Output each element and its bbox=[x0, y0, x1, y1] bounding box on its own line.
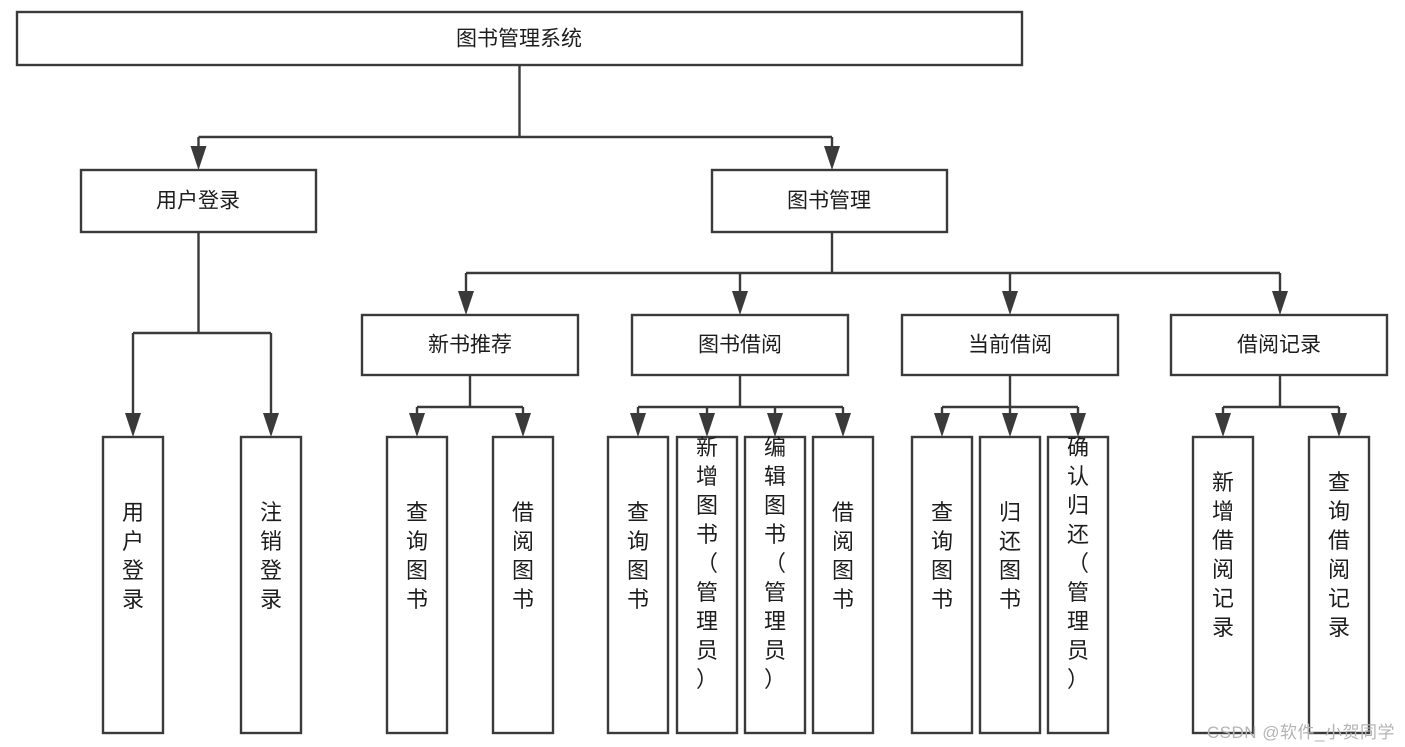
node-login-box[interactable] bbox=[79, 168, 318, 234]
node-leaf9-box[interactable] bbox=[910, 435, 974, 735]
node-leaf8[interactable]: 借阅图书 bbox=[811, 435, 875, 735]
connector-layer bbox=[125, 65, 1347, 437]
node-leaf9-label: 查询图书 bbox=[931, 500, 953, 612]
arrowhead-leaf12 bbox=[1215, 413, 1231, 437]
arrowhead-leaf1 bbox=[125, 413, 141, 437]
arrowhead-current bbox=[1002, 291, 1018, 315]
arrowhead-leaf3 bbox=[409, 413, 425, 437]
node-bookmgmt-label: 图书管理 bbox=[787, 190, 871, 213]
node-leaf6-box[interactable] bbox=[675, 435, 739, 735]
node-leaf7-label: 编辑图书（管理员） bbox=[764, 435, 786, 692]
node-borrow[interactable]: 图书借阅 bbox=[630, 313, 850, 377]
arrowhead-leaf13 bbox=[1331, 413, 1347, 437]
node-leaf3-label: 查询图书 bbox=[406, 500, 428, 612]
node-borrow-box[interactable] bbox=[630, 313, 850, 377]
node-records[interactable]: 借阅记录 bbox=[1169, 313, 1389, 377]
node-bookmgmt-box[interactable] bbox=[710, 168, 949, 234]
node-leaf2[interactable]: 注销登录 bbox=[239, 435, 303, 735]
node-leaf11-label: 确认归还（管理员） bbox=[1067, 435, 1089, 692]
node-leaf4-box[interactable] bbox=[491, 435, 555, 735]
node-leaf8-box[interactable] bbox=[811, 435, 875, 735]
node-leaf3[interactable]: 查询图书 bbox=[385, 435, 449, 735]
node-records-label: 借阅记录 bbox=[1237, 334, 1321, 357]
node-leaf5-label: 查询图书 bbox=[627, 500, 649, 612]
node-leaf10[interactable]: 归还图书 bbox=[978, 435, 1042, 735]
node-leaf4[interactable]: 借阅图书 bbox=[491, 435, 555, 735]
node-leaf6-label: 新增图书（管理员） bbox=[696, 435, 718, 692]
node-leaf3-box[interactable] bbox=[385, 435, 449, 735]
node-leaf4-label: 借阅图书 bbox=[512, 500, 534, 612]
node-root-label: 图书管理系统 bbox=[456, 28, 582, 51]
node-leaf2-box[interactable] bbox=[239, 435, 303, 735]
arrowhead-leaf6 bbox=[699, 413, 715, 437]
node-leaf11-box[interactable] bbox=[1046, 435, 1110, 735]
node-leaf8-label: 借阅图书 bbox=[832, 500, 854, 612]
node-root[interactable]: 图书管理系统 bbox=[15, 10, 1024, 67]
node-borrow-label: 图书借阅 bbox=[698, 334, 782, 357]
node-leaf13[interactable]: 查询借阅记录 bbox=[1307, 435, 1371, 735]
arrowhead-borrow bbox=[732, 291, 748, 315]
arrowhead-newbook bbox=[458, 291, 474, 315]
node-leaf2-label: 注销登录 bbox=[260, 500, 282, 612]
node-root-box[interactable] bbox=[15, 10, 1024, 67]
node-leaf7-box[interactable] bbox=[743, 435, 807, 735]
arrowhead-bookmgmt bbox=[824, 146, 840, 170]
node-leaf13-box[interactable] bbox=[1307, 435, 1371, 735]
node-leaf11[interactable]: 确认归还（管理员） bbox=[1046, 435, 1110, 735]
node-login[interactable]: 用户登录 bbox=[79, 168, 318, 234]
arrowhead-records bbox=[1272, 291, 1288, 315]
arrowhead-leaf10 bbox=[1002, 413, 1018, 437]
node-newbook-box[interactable] bbox=[360, 313, 580, 377]
node-current-box[interactable] bbox=[900, 313, 1120, 377]
node-leaf13-label: 查询借阅记录 bbox=[1328, 470, 1350, 640]
arrowhead-leaf9 bbox=[934, 413, 950, 437]
node-login-label: 用户登录 bbox=[156, 190, 240, 213]
arrowhead-leaf8 bbox=[835, 413, 851, 437]
node-leaf9[interactable]: 查询图书 bbox=[910, 435, 974, 735]
node-current-label: 当前借阅 bbox=[968, 334, 1052, 357]
node-leaf1[interactable]: 用户登录 bbox=[101, 435, 165, 735]
node-leaf5-box[interactable] bbox=[606, 435, 670, 735]
node-leaf10-box[interactable] bbox=[978, 435, 1042, 735]
node-leaf1-box[interactable] bbox=[101, 435, 165, 735]
node-records-box[interactable] bbox=[1169, 313, 1389, 377]
arrowhead-leaf7 bbox=[767, 413, 783, 437]
node-leaf12-box[interactable] bbox=[1191, 435, 1255, 735]
arrowhead-leaf2 bbox=[263, 413, 279, 437]
arrowhead-leaf11 bbox=[1070, 413, 1086, 437]
arrowhead-login bbox=[190, 146, 207, 170]
node-leaf10-label: 归还图书 bbox=[999, 500, 1021, 612]
node-leaf5[interactable]: 查询图书 bbox=[606, 435, 670, 735]
node-leaf12-label: 新增借阅记录 bbox=[1212, 470, 1234, 640]
arrowhead-leaf5 bbox=[630, 413, 646, 437]
node-bookmgmt[interactable]: 图书管理 bbox=[710, 168, 949, 234]
arrowhead-leaf4 bbox=[515, 413, 531, 437]
node-leaf1-label: 用户登录 bbox=[122, 500, 144, 612]
node-leaf12[interactable]: 新增借阅记录 bbox=[1191, 435, 1255, 735]
node-current[interactable]: 当前借阅 bbox=[900, 313, 1120, 377]
node-newbook[interactable]: 新书推荐 bbox=[360, 313, 580, 377]
node-newbook-label: 新书推荐 bbox=[428, 334, 512, 357]
node-leaf7[interactable]: 编辑图书（管理员） bbox=[743, 435, 807, 735]
node-leaf6[interactable]: 新增图书（管理员） bbox=[675, 435, 739, 735]
